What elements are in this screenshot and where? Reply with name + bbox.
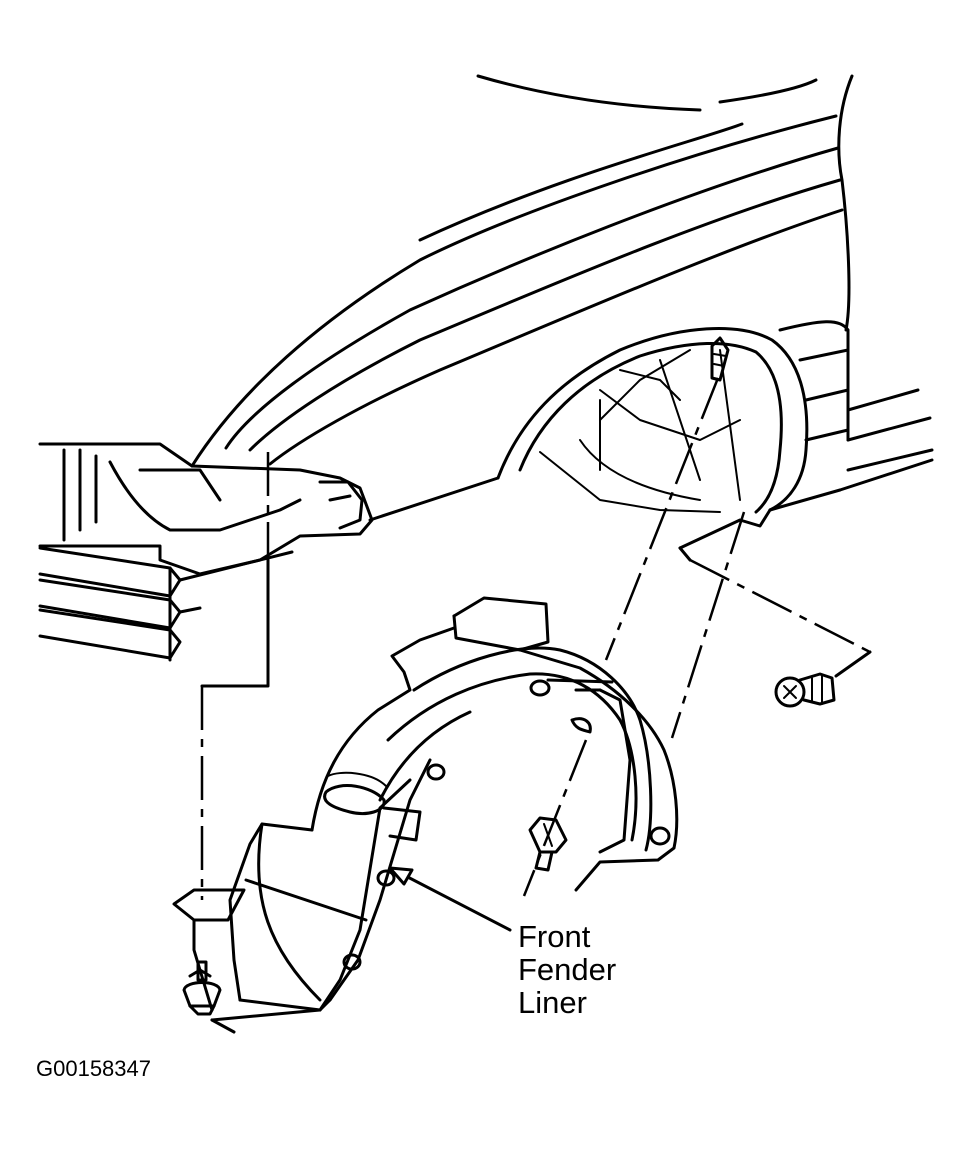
push-pin-fastener-center — [528, 816, 568, 872]
label-line-fender: Fender — [518, 952, 617, 987]
front-fender-liner-label: Front Fender Liner — [518, 920, 616, 1019]
alignment-lines — [200, 377, 872, 900]
front-fender-liner — [172, 596, 679, 1034]
fender-screw-right — [774, 672, 836, 708]
fender-panel — [190, 74, 934, 550]
figure-id: G00158347 — [36, 1056, 151, 1081]
liner-top-stud — [710, 336, 730, 382]
callout-leader-arrow — [388, 866, 512, 932]
label-line-liner: Liner — [518, 985, 587, 1020]
label-line-front: Front — [518, 919, 591, 954]
push-pin-fastener-lower — [182, 960, 222, 1016]
bumper-support — [38, 442, 374, 662]
